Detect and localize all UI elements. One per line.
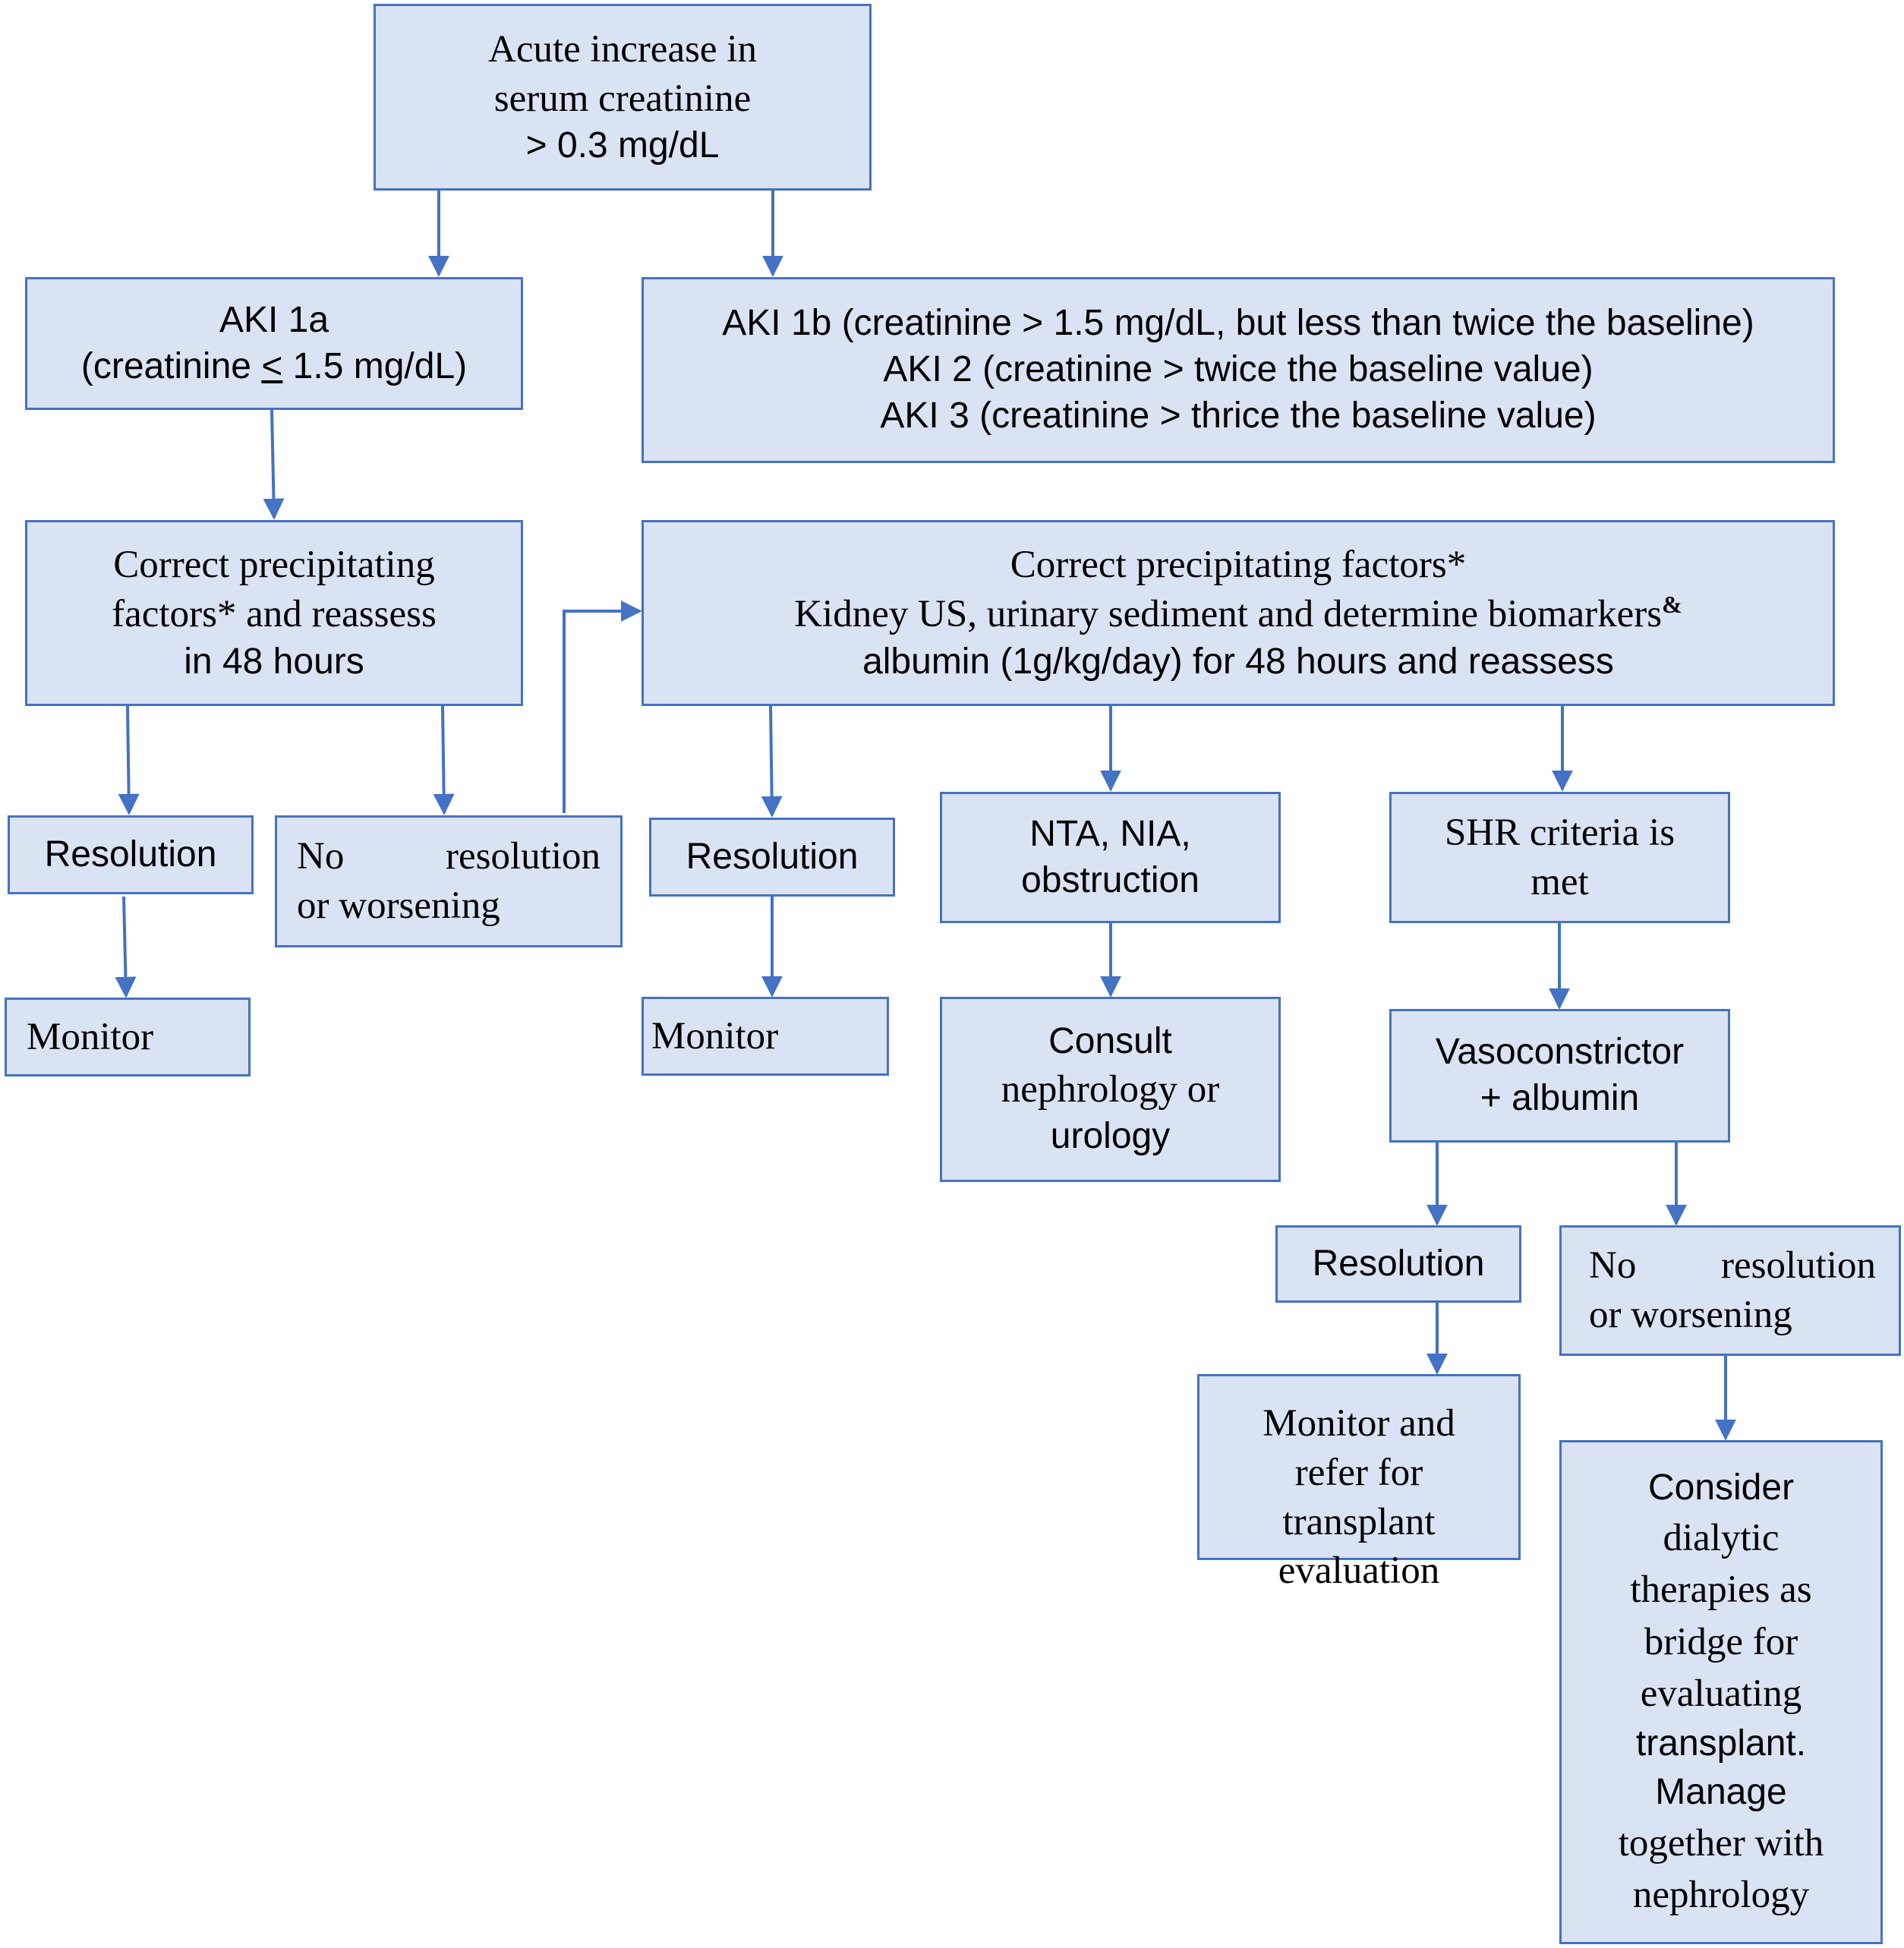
aki-2-line: AKI 2 (creatinine > twice the baseline v… <box>883 349 1593 390</box>
shr-line-1: SHR criteria is <box>1444 811 1675 854</box>
consult-line-3: urology <box>1050 1116 1171 1157</box>
dialysis-line-5: evaluating <box>1640 1672 1802 1715</box>
no-resolution-left-line-2: or worsening <box>297 884 500 927</box>
aki-3-line: AKI 3 (creatinine > thrice the baseline … <box>880 395 1597 436</box>
resolution-mid-label: Resolution <box>686 836 859 877</box>
aki-1a-criterion: (creatinine < 1.5 mg/dL) <box>80 345 468 386</box>
correct-left-line-1: Correct precipitating <box>113 544 435 587</box>
dialysis-line-6: transplant. <box>1635 1723 1807 1764</box>
resolution-mid-node: Resolution <box>649 818 895 897</box>
nta-nia-obstruction-node: NTA, NIA, obstruction <box>940 792 1281 923</box>
nta-line-1: NTA, NIA, <box>1029 813 1191 854</box>
monitor-left-node: Monitor <box>5 998 251 1076</box>
correct-factors-left-node: Correct precipitating factors* and reass… <box>25 520 523 706</box>
start-line-1: Acute increase in <box>488 27 757 71</box>
dialysis-line-2: dialytic <box>1663 1516 1779 1559</box>
monitor-refer-line-2: refer for <box>1294 1451 1423 1494</box>
monitor-mid-label: Monitor <box>651 1014 779 1058</box>
correct-right-line-3: albumin (1g/kg/day) for 48 hours and rea… <box>862 641 1614 682</box>
consult-nephrology-node: Consult nephrology or urology <box>940 997 1281 1182</box>
aki-1b-line: AKI 1b (creatinine > 1.5 mg/dL, but less… <box>722 303 1754 344</box>
consult-line-1: Consult <box>1048 1020 1172 1061</box>
resolution-right-label: Resolution <box>1312 1243 1485 1284</box>
monitor-refer-node: Monitor and refer for transplant evaluat… <box>1197 1374 1521 1592</box>
dialysis-line-8: together with <box>1618 1821 1824 1864</box>
dialysis-line-4: bridge for <box>1644 1620 1798 1663</box>
dialysis-line-9: nephrology <box>1632 1874 1810 1917</box>
correct-right-line-1: Correct precipitating factors* <box>1010 544 1467 587</box>
shr-criteria-node: SHR criteria is met <box>1389 792 1730 923</box>
nta-line-2: obstruction <box>1021 859 1199 900</box>
dialysis-line-7: Manage <box>1655 1772 1787 1813</box>
resolution-left-label: Resolution <box>44 834 217 875</box>
dialysis-node: Consider dialytic therapies as bridge fo… <box>1559 1440 1883 1944</box>
shr-line-2: met <box>1530 860 1589 903</box>
aki-1a-title: AKI 1a <box>219 299 329 340</box>
consult-line-2: nephrology or <box>1001 1067 1220 1111</box>
vaso-line-2: + albumin <box>1480 1078 1640 1118</box>
vaso-line-1: Vasoconstrictor <box>1435 1032 1685 1073</box>
no-resolution-right-line-2: or worsening <box>1589 1294 1792 1336</box>
arrow-correct-right-to-resolution <box>761 705 783 818</box>
dialysis-line-3: therapies as <box>1630 1568 1812 1612</box>
dialysis-line-1: Consider <box>1647 1467 1795 1508</box>
monitor-refer-line-3: transplant <box>1282 1500 1436 1543</box>
start-node: Acute increase in serum creatinine > 0.3… <box>374 4 872 191</box>
aki-1a-node: AKI 1a (creatinine < 1.5 mg/dL) <box>25 277 523 410</box>
aki-higher-stages-node: AKI 1b (creatinine > 1.5 mg/dL, but less… <box>641 277 1835 463</box>
arrow-correct-left-to-resolution <box>118 705 140 815</box>
resolution-left-node: Resolution <box>8 815 254 894</box>
vasoconstrictor-node: Vasoconstrictor + albumin <box>1389 1009 1730 1143</box>
resolution-right-node: Resolution <box>1275 1225 1521 1303</box>
arrow-aki1a-to-correct-left <box>263 409 285 520</box>
monitor-mid-node: Monitor <box>641 997 889 1076</box>
monitor-refer-line-1: Monitor and <box>1263 1402 1455 1445</box>
monitor-left-label: Monitor <box>27 1015 154 1058</box>
start-line-2: serum creatinine <box>493 77 752 120</box>
correct-left-line-2: factors* and reassess <box>112 593 437 636</box>
monitor-refer-line-4: evaluation <box>1278 1549 1440 1593</box>
start-line-3: > 0.3 mg/dL <box>525 125 720 166</box>
arrow-correct-left-to-no-resolution <box>433 705 455 815</box>
correct-factors-right-node: Correct precipitating factors* Kidney US… <box>641 520 1835 706</box>
correct-left-line-3: in 48 hours <box>184 641 364 682</box>
arrow-resolution-left-to-monitor <box>115 896 137 998</box>
correct-right-line-2: Kidney US, urinary sediment and determin… <box>794 591 1682 636</box>
arrow-no-resolution-to-correct-right <box>563 600 642 813</box>
